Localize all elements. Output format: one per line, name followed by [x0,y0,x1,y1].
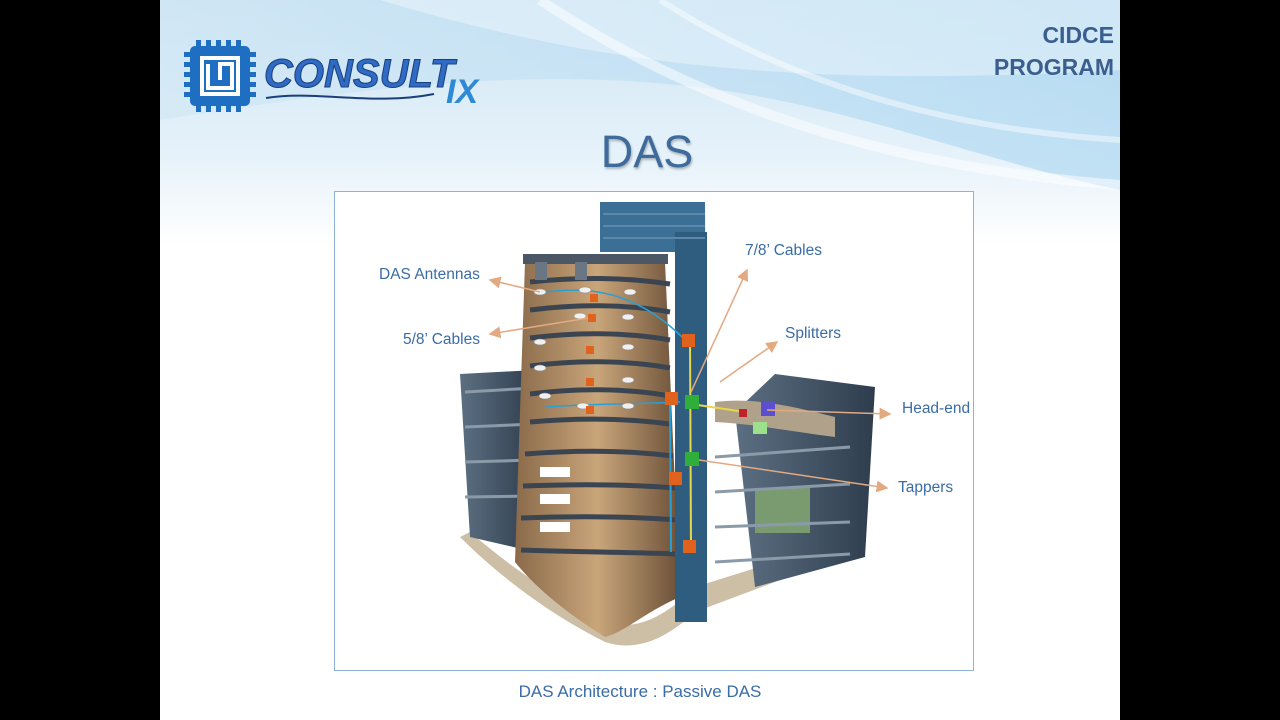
diagram-caption: DAS Architecture : Passive DAS [518,682,762,701]
program-line-2: PROGRAM [993,54,1114,80]
slide-title: DAS [600,126,694,177]
building-illustration [460,202,892,646]
chip-icon [184,40,256,112]
splitters [586,294,696,553]
das-diagram: DAS Antennas 5/8’ Cables 7/8’ Cables Spl… [334,191,974,671]
consultix-logo: CONSULT IX [184,40,524,112]
label-58-cables: 5/8’ Cables [403,331,480,348]
program-line-1: CIDCE [1042,22,1114,48]
label-das-antennas: DAS Antennas [379,266,480,283]
label-splitters: Splitters [785,325,841,342]
svg-text:IX: IX [446,73,480,111]
das-antennas [533,286,637,410]
background-wave [160,0,1120,190]
head-end-equipment [739,402,775,434]
tappers [685,395,699,466]
label-head-end: Head-end [902,400,971,417]
slide: CONSULT IX CIDCE PROGRAM DAS [160,0,1120,720]
label-78-cables: 7/8’ Cables [745,242,822,259]
program-label: CIDCE PROGRAM [994,19,1114,83]
svg-text:CONSULT: CONSULT [264,52,458,96]
label-tappers: Tappers [898,479,954,496]
